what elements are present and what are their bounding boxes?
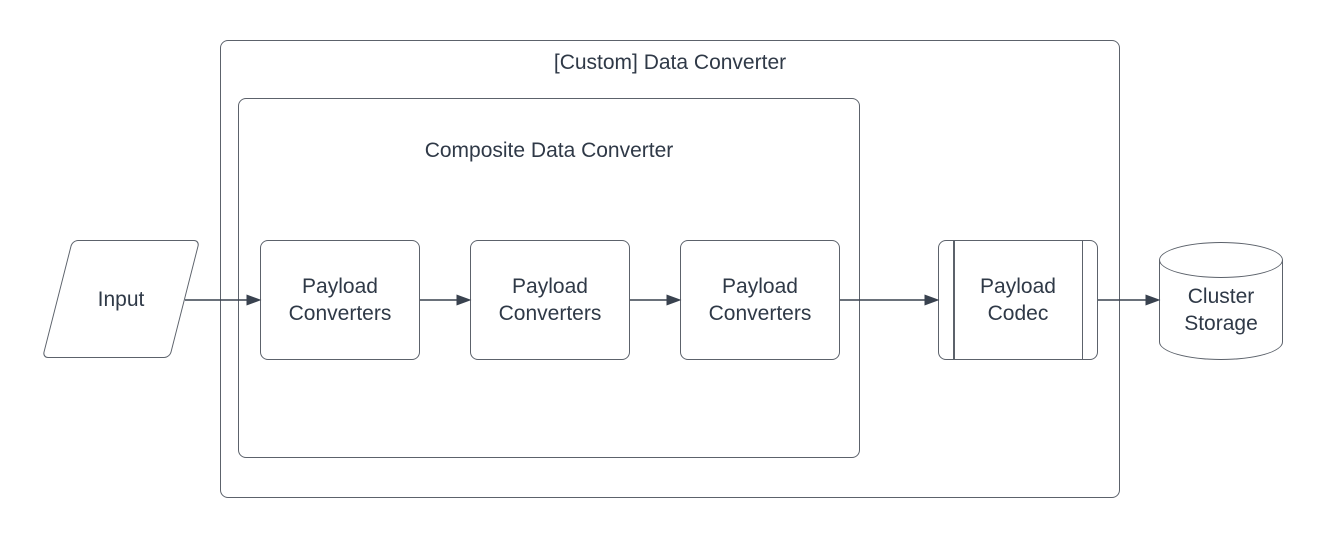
codec-left-side-line [953, 241, 955, 359]
input-node: Input [42, 240, 200, 358]
composite-data-converter-container: Composite Data Converter [238, 98, 860, 458]
payload-codec-node: Payload Codec [938, 240, 1098, 360]
cylinder-top-ellipse [1159, 242, 1283, 278]
input-node-label: Input [97, 287, 145, 311]
custom-data-converter-title: [Custom] Data Converter [553, 51, 787, 74]
arrowhead-icon [1145, 294, 1161, 306]
payload-converters-node-3: Payload Converters [680, 240, 840, 360]
payload-converters-label-2: Payload Converters [498, 275, 602, 325]
payload-converters-label-3: Payload Converters [708, 275, 812, 325]
cluster-storage-node: Cluster Storage [1159, 242, 1283, 360]
codec-right-side-line [1081, 241, 1083, 359]
composite-data-converter-title: Composite Data Converter [424, 139, 674, 162]
payload-converters-label-1: Payload Converters [288, 275, 392, 325]
payload-converters-node-2: Payload Converters [470, 240, 630, 360]
cluster-storage-label-wrap: Cluster Storage [1159, 260, 1283, 360]
cluster-storage-label: Cluster Storage [1184, 285, 1258, 335]
payload-codec-label: Payload Codec [980, 275, 1056, 325]
custom-data-converter-container: [Custom] Data Converter [220, 40, 1120, 498]
payload-converters-node-1: Payload Converters [260, 240, 420, 360]
